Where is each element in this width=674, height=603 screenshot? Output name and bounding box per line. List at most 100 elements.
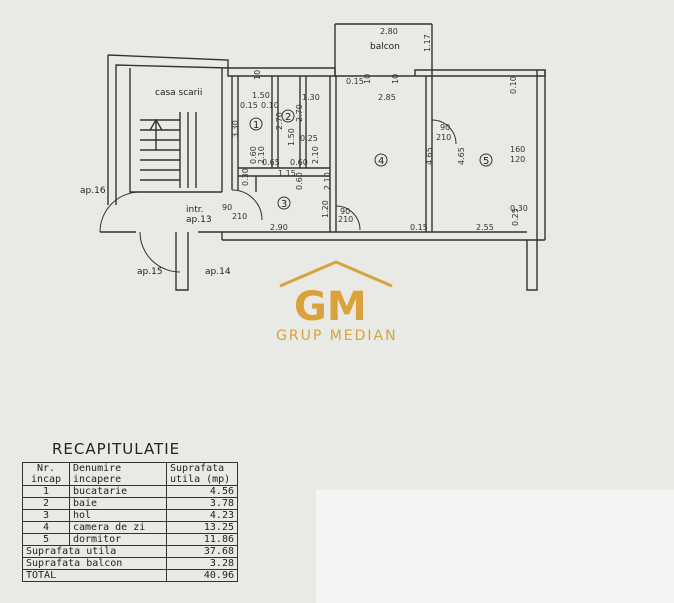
row-no: 1 xyxy=(22,485,70,498)
dim-r5-height: 4.65 xyxy=(457,147,466,165)
row-area: 4.23 xyxy=(166,509,238,522)
label-ap16: ap.16 xyxy=(80,186,106,196)
door-210a: 210 xyxy=(232,212,247,221)
dim-115: 1.15 xyxy=(278,169,296,178)
total-row: Suprafata balcon 3.28 xyxy=(22,557,238,570)
table-row: 4 camera de zi 13.25 xyxy=(22,521,238,534)
recap-table: Nr. incap Denumire incapere Suprafata ut… xyxy=(22,462,238,582)
dim-r1-b: 0.10 xyxy=(261,101,279,110)
dim-120: 1.20 xyxy=(321,200,330,218)
total-row: TOTAL 40.96 xyxy=(22,569,238,582)
label-stair: casa scarii xyxy=(155,88,202,98)
dim-060b: 0.60 xyxy=(290,158,308,167)
dim-r1-height: 3.30 xyxy=(231,120,240,138)
dim-r2-height: 2.70 xyxy=(275,112,284,130)
col-no-line2: incap xyxy=(30,474,62,485)
logo-name: GRUP MEDIAN xyxy=(276,328,398,344)
row-no: 2 xyxy=(22,497,70,510)
row-area: 3.78 xyxy=(166,497,238,510)
col-name-line2: incapere xyxy=(73,474,122,485)
dim-290: 2.90 xyxy=(270,223,288,232)
dim-210a: 2.10 xyxy=(257,146,266,164)
col-name-header: Denumire incapere xyxy=(69,462,167,486)
col-area-header: Suprafata utila (mp) xyxy=(166,462,238,486)
col-no-header: Nr. incap xyxy=(22,462,70,486)
total-value: 37.68 xyxy=(166,545,238,558)
recap-title: RECAPITULATIE xyxy=(52,440,181,458)
win-160: 160 xyxy=(510,145,525,154)
label-ap15: ap.15 xyxy=(137,267,163,277)
dim-balcon-height: 1.17 xyxy=(423,34,432,52)
dim-025b: 0.25 xyxy=(511,208,520,226)
dim-r1-width: 1.50 xyxy=(252,91,270,100)
row-name: hol xyxy=(69,509,167,522)
row-no: 4 xyxy=(22,521,70,534)
dim-150: 1.50 xyxy=(287,128,296,146)
win-120: 120 xyxy=(510,155,525,164)
dim-r4-height: 4.65 xyxy=(425,147,434,165)
room-numbers xyxy=(249,109,493,210)
row-no: 3 xyxy=(22,509,70,522)
total-row: Suprafata utila 37.68 xyxy=(22,545,238,558)
dim-060a: 0.60 xyxy=(249,146,258,164)
dim-030: 0.30 xyxy=(241,168,250,186)
dim-030b: 0.30 xyxy=(510,204,528,213)
total-label: Suprafata balcon xyxy=(22,557,167,570)
total-value: 40.96 xyxy=(166,569,238,582)
col-name-line1: Denumire xyxy=(73,463,122,474)
paper-patch xyxy=(316,490,674,603)
door-210b: 210 xyxy=(338,215,353,224)
dim-top-10a: 10 xyxy=(363,74,372,84)
table-row: 3 hol 4.23 xyxy=(22,509,238,522)
room-2-number: 2 xyxy=(285,112,291,123)
door-90a: 90 xyxy=(222,203,232,212)
row-area: 11.86 xyxy=(166,533,238,546)
room-4-number: 4 xyxy=(378,156,384,167)
recap-header-row: Nr. incap Denumire incapere Suprafata ut… xyxy=(22,462,238,486)
door-90c: 90 xyxy=(440,123,450,132)
walls xyxy=(99,23,546,291)
table-row: 2 baie 3.78 xyxy=(22,497,238,510)
table-row: 1 bucatarie 4.56 xyxy=(22,485,238,498)
table-row: 5 dormitor 11.86 xyxy=(22,533,238,546)
door-90b: 90 xyxy=(340,207,350,216)
label-entrance-ap: ap.13 xyxy=(186,215,212,225)
dim-r2-c: 2.70 xyxy=(295,104,304,122)
dim-top-015: 0.15 xyxy=(346,77,364,86)
dim-top-010: 0.10 xyxy=(509,76,518,94)
label-entrance: intr. xyxy=(186,205,203,215)
dim-015: 0.15 xyxy=(410,223,428,232)
col-no-line1: Nr. xyxy=(36,463,56,474)
total-value: 3.28 xyxy=(166,557,238,570)
row-no: 5 xyxy=(22,533,70,546)
col-area-line1: Suprafata xyxy=(170,463,225,474)
total-label: Suprafata utila xyxy=(22,545,167,558)
room-5-number: 5 xyxy=(483,156,489,167)
row-name: bucatarie xyxy=(69,485,167,498)
label-balcony: balcon xyxy=(370,42,400,52)
room-3-number: 3 xyxy=(281,199,287,210)
row-area: 4.56 xyxy=(166,485,238,498)
row-name: baie xyxy=(69,497,167,510)
dim-top-10b: 10 xyxy=(391,74,400,84)
row-name: dormitor xyxy=(69,533,167,546)
total-label: TOTAL xyxy=(22,569,167,582)
door-210c: 210 xyxy=(436,133,451,142)
label-ap14: ap.14 xyxy=(205,267,231,277)
row-name: camera de zi xyxy=(69,521,167,534)
logo-mark: GM xyxy=(294,284,367,330)
row-area: 13.25 xyxy=(166,521,238,534)
col-area-line2: utila (mp) xyxy=(170,474,231,485)
dim-060c: 0.60 xyxy=(295,172,304,190)
dimensions: 2.80 1.17 1.50 0.15 0.10 3.30 1.30 2.70 … xyxy=(222,27,528,232)
dim-255: 2.55 xyxy=(476,223,494,232)
room-1-number: 1 xyxy=(253,120,259,131)
dim-r2-width: 1.30 xyxy=(302,93,320,102)
watermark-logo: GM GRUP MEDIAN xyxy=(276,260,398,344)
dim-210c: 2.10 xyxy=(323,172,332,190)
dim-210b: 2.10 xyxy=(311,146,320,164)
dim-065: 0.65 xyxy=(262,158,280,167)
dim-r1-a: 0.15 xyxy=(240,101,258,110)
dim-r4-width: 2.85 xyxy=(378,93,396,102)
dim-balcon-width: 2.80 xyxy=(380,27,398,36)
